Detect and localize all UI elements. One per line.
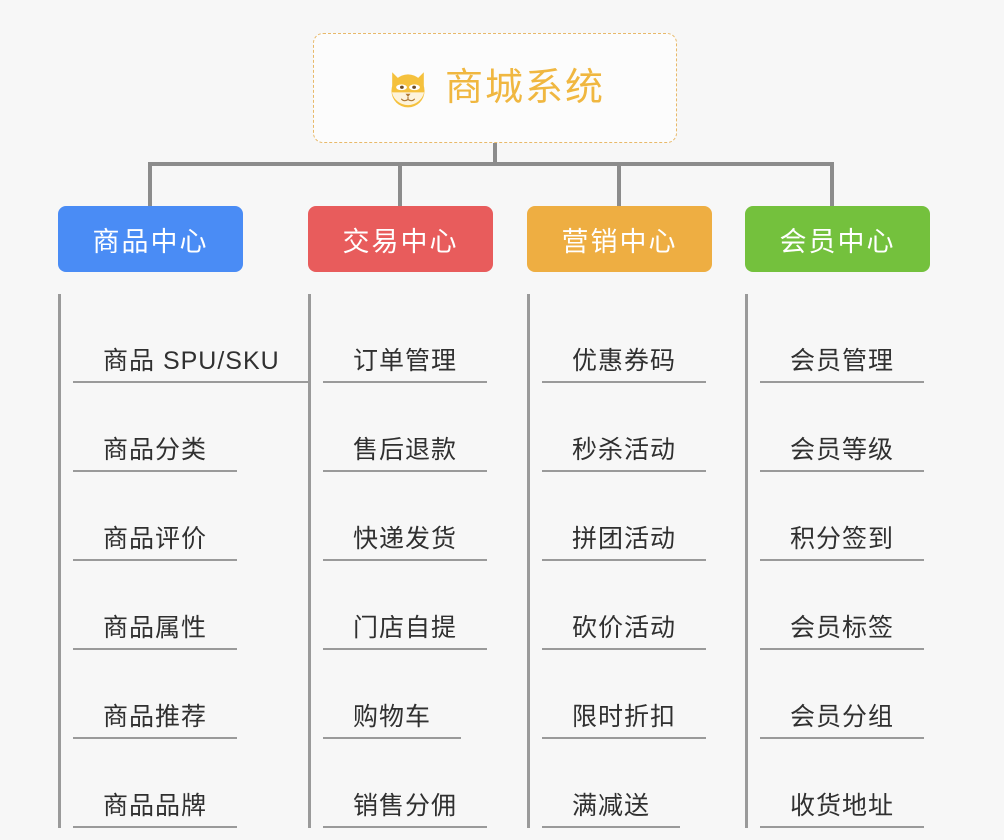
list-item[interactable]: 销售分佣 — [323, 739, 520, 828]
leaf-label: 商品推荐 — [73, 703, 238, 739]
branch-column-1: 商品中心 商品 SPU/SKU 商品分类 商品评价 商品属性 商品推荐 商品品牌 — [58, 206, 310, 828]
leaf-label: 订单管理 — [323, 347, 488, 383]
list-item[interactable]: 会员标签 — [760, 561, 957, 650]
leaf-label: 商品品牌 — [73, 792, 238, 828]
leaf-label: 收货地址 — [760, 792, 925, 828]
leaf-label: 门店自提 — [323, 614, 488, 650]
list-item[interactable]: 购物车 — [323, 650, 520, 739]
list-item[interactable]: 商品推荐 — [73, 650, 288, 739]
connector-bus — [148, 162, 834, 166]
list-item[interactable]: 优惠券码 — [542, 294, 739, 383]
list-item[interactable]: 积分签到 — [760, 472, 957, 561]
list-item[interactable]: 商品属性 — [73, 561, 288, 650]
connector-drop-2 — [398, 162, 402, 206]
connector-drop-1 — [148, 162, 152, 206]
connector-drop-4 — [830, 162, 834, 206]
connector-drop-3 — [617, 162, 621, 206]
list-item[interactable]: 限时折扣 — [542, 650, 739, 739]
leaf-label: 积分签到 — [760, 525, 925, 561]
root-title: 商城系统 — [444, 67, 605, 109]
branch-header-3[interactable]: 营销中心 — [527, 206, 712, 272]
leaf-label: 商品 SPU/SKU — [73, 347, 310, 383]
leaf-label: 限时折扣 — [542, 703, 707, 739]
branch-column-3: 营销中心 优惠券码 秒杀活动 拼团活动 砍价活动 限时折扣 满减送 — [527, 206, 739, 828]
list-item[interactable]: 售后退款 — [323, 383, 520, 472]
list-item[interactable]: 快递发货 — [323, 472, 520, 561]
list-item[interactable]: 门店自提 — [323, 561, 520, 650]
leaf-label: 会员标签 — [760, 614, 925, 650]
leaf-label: 优惠券码 — [542, 347, 707, 383]
leaf-label: 商品属性 — [73, 614, 238, 650]
branch-header-3-label: 营销中心 — [561, 226, 678, 257]
branch-1-leaf-list: 商品 SPU/SKU 商品分类 商品评价 商品属性 商品推荐 商品品牌 — [58, 294, 310, 828]
list-item[interactable]: 商品分类 — [73, 383, 288, 472]
list-item[interactable]: 商品评价 — [73, 472, 288, 561]
leaf-label: 售后退款 — [323, 436, 488, 472]
leaf-label: 销售分佣 — [323, 792, 488, 828]
list-item[interactable]: 商品品牌 — [73, 739, 288, 828]
leaf-label: 商品评价 — [73, 525, 238, 561]
list-item[interactable]: 订单管理 — [323, 294, 520, 383]
branch-column-2: 交易中心 订单管理 售后退款 快递发货 门店自提 购物车 销售分佣 — [308, 206, 520, 828]
list-item[interactable]: 会员管理 — [760, 294, 957, 383]
shiba-dog-icon — [391, 72, 425, 108]
leaf-label: 会员管理 — [760, 347, 925, 383]
connector-stem — [493, 143, 497, 165]
branch-header-4[interactable]: 会员中心 — [745, 206, 930, 272]
leaf-label: 会员等级 — [760, 436, 925, 472]
branch-header-1-label: 商品中心 — [92, 226, 209, 257]
list-item[interactable]: 满减送 — [542, 739, 739, 828]
leaf-label: 购物车 — [323, 703, 462, 739]
leaf-label: 快递发货 — [323, 525, 488, 561]
branch-header-1[interactable]: 商品中心 — [58, 206, 243, 272]
leaf-label: 砍价活动 — [542, 614, 707, 650]
branch-header-4-label: 会员中心 — [779, 226, 896, 257]
branch-4-leaf-list: 会员管理 会员等级 积分签到 会员标签 会员分组 收货地址 — [745, 294, 957, 828]
branch-header-2[interactable]: 交易中心 — [308, 206, 493, 272]
leaf-label: 秒杀活动 — [542, 436, 707, 472]
branch-3-leaf-list: 优惠券码 秒杀活动 拼团活动 砍价活动 限时折扣 满减送 — [527, 294, 739, 828]
leaf-label: 商品分类 — [73, 436, 238, 472]
branch-header-2-label: 交易中心 — [342, 226, 459, 257]
branch-column-4: 会员中心 会员管理 会员等级 积分签到 会员标签 会员分组 收货地址 — [745, 206, 957, 828]
list-item[interactable]: 收货地址 — [760, 739, 957, 828]
root-node[interactable]: 商城系统 — [313, 33, 677, 143]
leaf-label: 拼团活动 — [542, 525, 707, 561]
list-item[interactable]: 会员等级 — [760, 383, 957, 472]
list-item[interactable]: 砍价活动 — [542, 561, 739, 650]
list-item[interactable]: 秒杀活动 — [542, 383, 739, 472]
leaf-label: 满减送 — [542, 792, 681, 828]
branch-2-leaf-list: 订单管理 售后退款 快递发货 门店自提 购物车 销售分佣 — [308, 294, 520, 828]
list-item[interactable]: 拼团活动 — [542, 472, 739, 561]
leaf-label: 会员分组 — [760, 703, 925, 739]
list-item[interactable]: 会员分组 — [760, 650, 957, 739]
list-item[interactable]: 商品 SPU/SKU — [73, 294, 310, 383]
